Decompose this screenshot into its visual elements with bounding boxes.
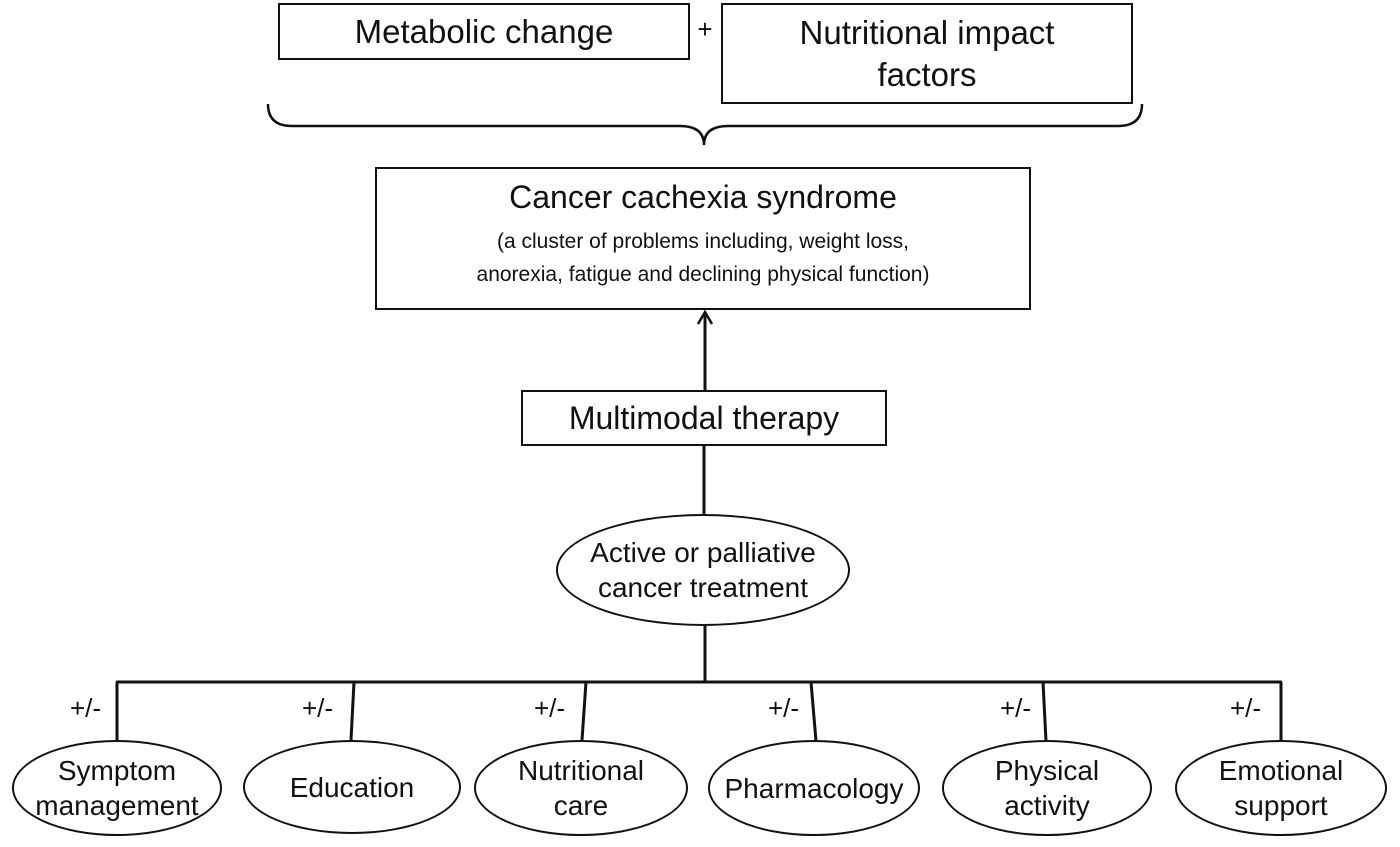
nutritional-line1: Nutritional: [517, 755, 645, 786]
emotional-support-ellipse: Emotional support: [1175, 740, 1387, 836]
cancer-treatment-ellipse: Active or palliative cancer treatment: [556, 514, 850, 626]
sign-symptom: +/-: [70, 693, 102, 723]
treatment-line2: cancer treatment: [597, 572, 809, 603]
branch-education: [349, 681, 356, 741]
metabolic-change-label: Metabolic change: [354, 12, 614, 50]
physical-line1: Physical: [994, 755, 1100, 786]
syndrome-desc-line2: anorexia, fatigue and declining physical…: [476, 262, 930, 286]
metabolic-change-box: Metabolic change: [278, 3, 690, 60]
branch-nutritional: [580, 681, 588, 741]
cachexia-syndrome-box: Cancer cachexia syndrome (a cluster of p…: [375, 167, 1031, 310]
sign-pharmacology: +/-: [768, 693, 800, 723]
nutritional-care-ellipse: Nutritional care: [474, 740, 688, 836]
education-ellipse: Education: [243, 740, 461, 834]
sign-education: +/-: [302, 693, 334, 723]
multimodal-therapy-box: Multimodal therapy: [521, 390, 887, 446]
branch-physical: [1041, 681, 1048, 742]
physical-line2: activity: [1004, 790, 1090, 821]
emotional-line2: support: [1234, 790, 1328, 821]
emotional-line1: Emotional: [1218, 755, 1344, 786]
nutritional-impact-box: Nutritional impact factors: [721, 3, 1133, 104]
nutritional-impact-line2: factors: [877, 55, 977, 93]
symptom-line1: Symptom: [57, 755, 177, 786]
symptom-management-ellipse: Symptom management: [12, 740, 222, 836]
nutritional-line2: care: [553, 790, 609, 821]
sign-emotional: +/-: [1230, 693, 1262, 723]
physical-activity-ellipse: Physical activity: [942, 740, 1152, 836]
nutritional-impact-line1: Nutritional impact: [799, 14, 1055, 52]
syndrome-desc-line1: (a cluster of problems including, weight…: [496, 230, 910, 253]
sign-physical: +/-: [1000, 693, 1032, 723]
grouping-brace: [266, 103, 1144, 146]
plus-sign: +: [697, 14, 713, 44]
education-line1: Education: [289, 771, 415, 803]
multimodal-therapy-label: Multimodal therapy: [568, 399, 840, 436]
therapy-arrow-head: [696, 309, 714, 325]
pharmacology-ellipse: Pharmacology: [708, 740, 920, 836]
symptom-line2: management: [35, 790, 199, 821]
sign-nutritional: +/-: [534, 693, 566, 723]
treatment-line1: Active or palliative: [590, 537, 816, 568]
branch-pharmacology: [809, 681, 818, 742]
syndrome-title: Cancer cachexia syndrome: [509, 179, 897, 215]
pharmacology-line1: Pharmacology: [724, 772, 904, 804]
